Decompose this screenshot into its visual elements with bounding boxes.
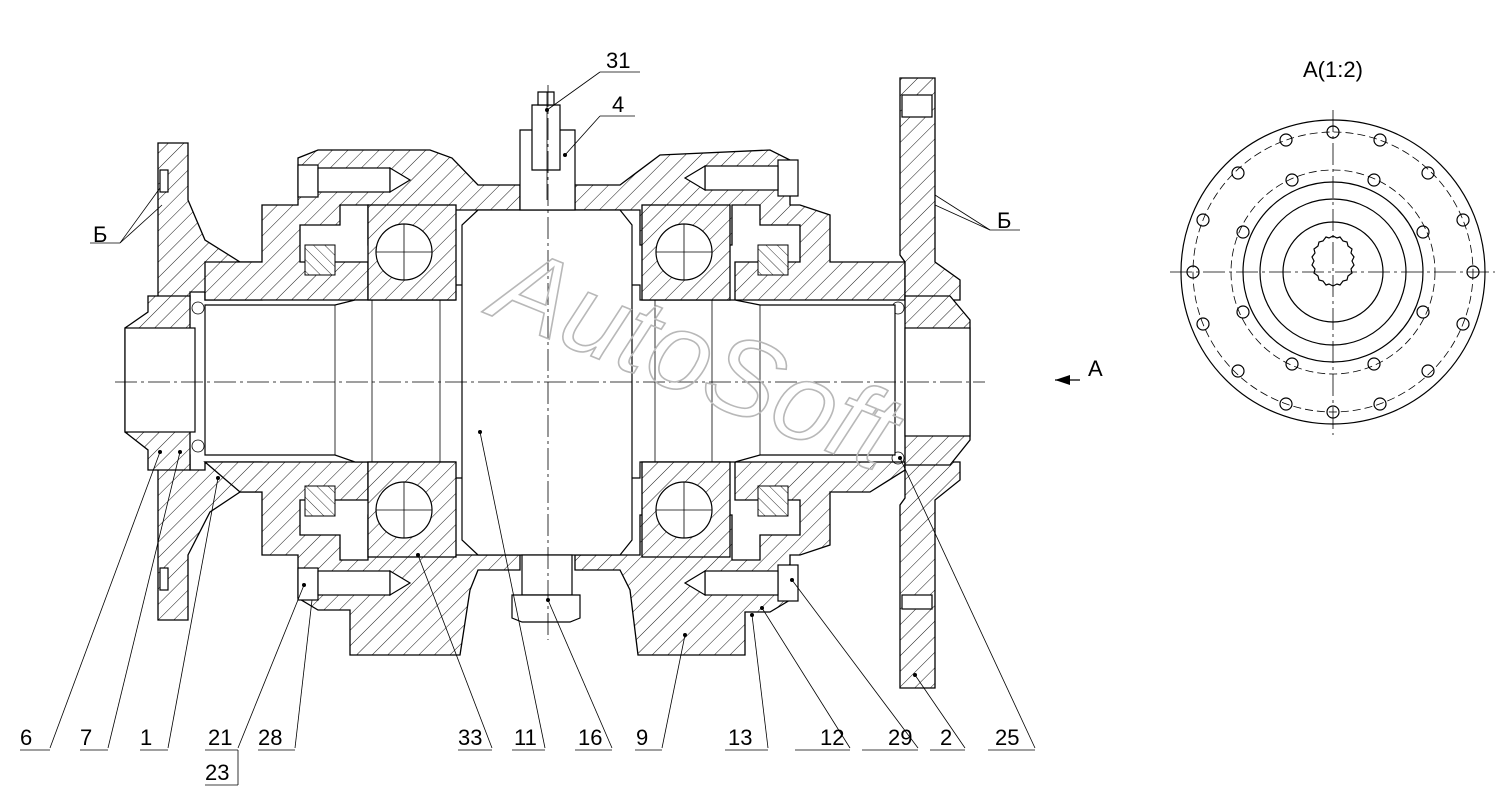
right-flange-slot-upper — [901, 94, 933, 118]
end-view-title: А(1:2) — [1303, 57, 1363, 82]
section-view: AutoSoft — [20, 48, 1103, 786]
left-oring-lower — [191, 439, 205, 453]
seal-lower-left — [304, 485, 336, 517]
seal-upper-left — [304, 244, 336, 276]
callout-31: 31 — [606, 48, 630, 73]
callout-29: 29 — [888, 725, 912, 750]
bolt-upper-left — [297, 164, 412, 198]
callout-16: 16 — [578, 725, 602, 750]
view-arrow-label: А — [1088, 356, 1103, 381]
bolt-upper-right — [683, 159, 799, 197]
bolt-lower-right — [683, 564, 799, 602]
callout-28: 28 — [258, 725, 282, 750]
callout-9: 9 — [636, 725, 648, 750]
leader-lines — [20, 71, 1036, 786]
right-flange-slot-lower — [901, 594, 933, 610]
right-flange-lower — [899, 461, 961, 689]
end-view: А(1:2) — [1170, 57, 1495, 435]
section-mark-right — [934, 194, 1020, 231]
section-mark-left-label: Б — [93, 222, 107, 247]
callout-33: 33 — [458, 725, 482, 750]
callout-25: 25 — [995, 725, 1019, 750]
callout-21: 21 — [208, 725, 232, 750]
callout-12: 12 — [820, 725, 844, 750]
callout-1: 1 — [140, 725, 152, 750]
bearing-lower-left — [367, 461, 457, 558]
bearing-upper-left — [367, 204, 457, 301]
callout-6: 6 — [20, 725, 32, 750]
seal-lower-right — [757, 485, 789, 517]
drain-plug — [511, 554, 581, 623]
section-mark-left — [90, 187, 163, 244]
callout-13: 13 — [728, 725, 752, 750]
bearing-lower-right — [641, 461, 731, 558]
callout-2: 2 — [940, 725, 952, 750]
callout-7: 7 — [80, 725, 92, 750]
inner-holes — [1236, 173, 1430, 371]
seal-upper-right — [757, 244, 789, 276]
callout-11: 11 — [514, 725, 537, 750]
grease-fitting — [519, 91, 576, 211]
housing-right-lower — [574, 461, 906, 656]
right-flange — [899, 77, 961, 301]
left-flange-slot — [159, 169, 169, 193]
right-oring-lower — [891, 451, 905, 465]
callout-23: 23 — [205, 760, 229, 785]
shaft-center-section — [461, 209, 633, 556]
bearing-upper-right — [641, 204, 731, 301]
bolt-lower-left — [297, 567, 412, 601]
section-mark-right-label: Б — [997, 208, 1011, 233]
housing-lower — [203, 461, 521, 656]
outer-holes — [1186, 125, 1480, 419]
left-nut-bore — [124, 327, 196, 433]
view-arrow — [1055, 375, 1080, 385]
left-flange-slot-lower — [159, 567, 169, 591]
callout-4: 4 — [612, 92, 624, 117]
left-oring-upper — [191, 301, 205, 315]
